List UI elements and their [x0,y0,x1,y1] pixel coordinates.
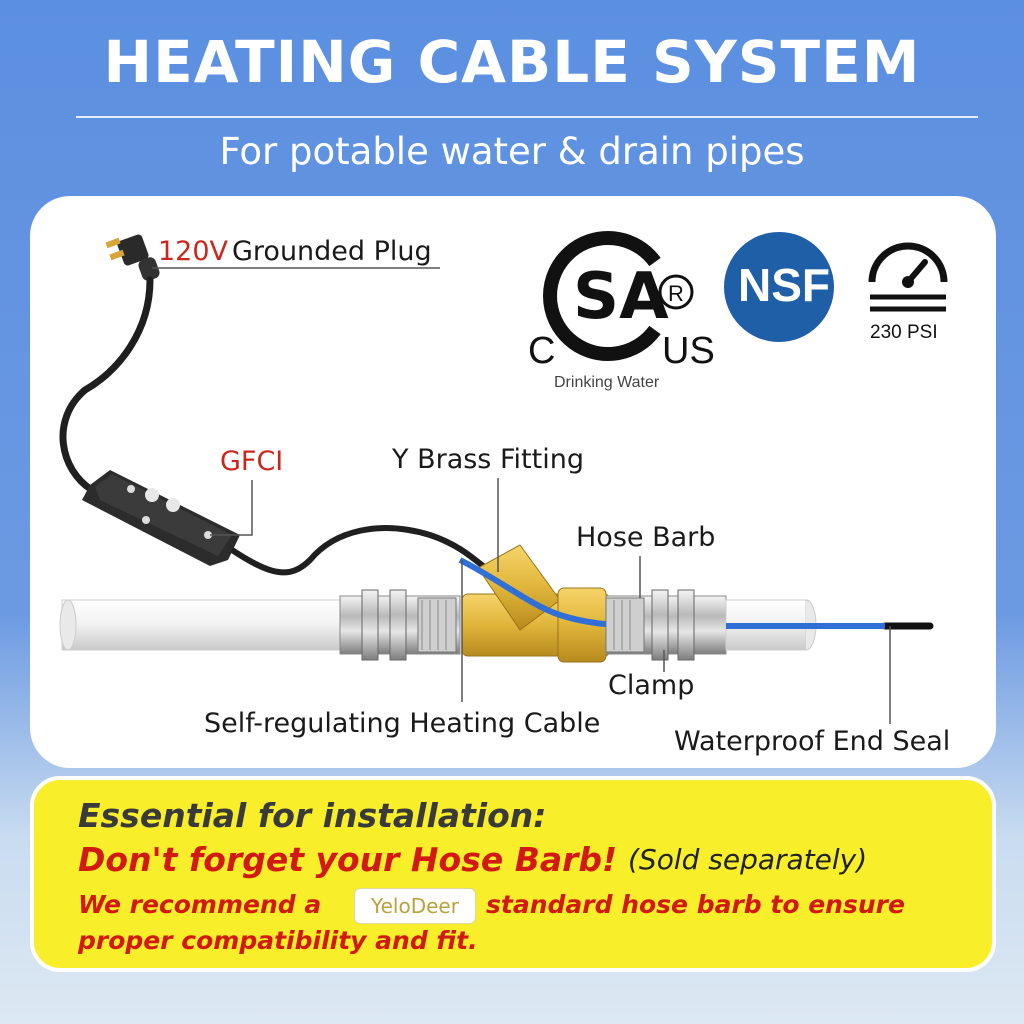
note-recommend-start: We recommend a [78,890,322,919]
note-sold-separately: (Sold separately) [628,843,868,876]
end-seal-label: Waterproof End Seal [674,726,951,757]
heating-cable-label: Self-regulating Heating Cable [204,708,601,739]
clamp-icon [651,589,669,661]
brand-logo: YeloDeer [354,888,476,924]
brand-name: YeloDeer [371,894,459,918]
hose-barb-label: Hose Barb [576,522,716,553]
csa-c-text: C [528,330,556,372]
note-warning: Don't forget your Hose Barb! [78,840,618,879]
title-divider [76,116,978,118]
note-heading: Essential for installation: [78,796,547,835]
note-compatibility: proper compatibility and fit. [78,926,478,955]
page-subtitle: For potable water & drain pipes [219,130,805,173]
gfci-icon [82,470,240,566]
installation-note [30,776,996,972]
nsf-logo [724,232,834,342]
csa-note-text: Drinking Water [554,374,660,391]
plug-label: Grounded Plug [232,236,432,267]
pressure-rating: 230 PSI [870,322,938,343]
clamp-label: Clamp [608,670,695,701]
gfci-label: GFCI [220,446,284,477]
y-fitting-label: Y Brass Fitting [392,444,584,475]
page-title: HEATING CABLE SYSTEM [103,28,921,96]
diagram-panel [30,196,996,768]
svg-text:SA: SA [573,260,669,334]
nsf-text: NSF [738,259,830,311]
pressure-gauge-icon [868,242,948,312]
csa-logo: SA R [543,231,694,361]
plug-voltage-label: 120V [158,236,229,267]
csa-us-text: US [662,330,715,372]
plug-icon [105,234,160,281]
note-recommend-end: standard hose barb to ensure [486,890,905,919]
svg-text:R: R [668,281,684,306]
